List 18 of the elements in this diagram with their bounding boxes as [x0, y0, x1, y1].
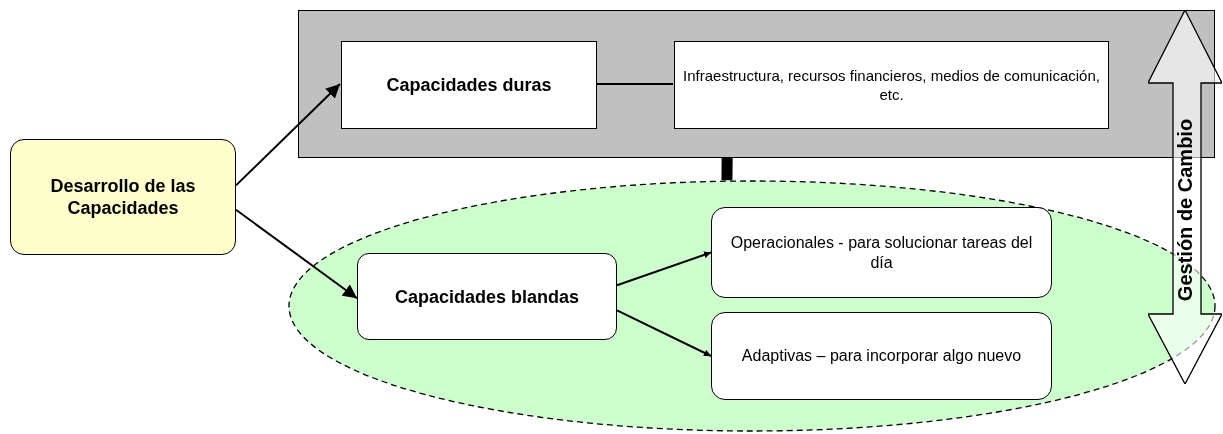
thick-connector [721, 157, 733, 181]
node-label: Operacionales - para solucionar tareas del día [729, 232, 1034, 273]
description-box [711, 312, 1052, 400]
node-label: Adaptivas – para incorporar algo nuevo [740, 346, 1023, 366]
category-box [357, 253, 617, 340]
node-label: Capacidades duras [385, 74, 553, 96]
arrow [616, 309, 712, 357]
arrow [235, 83, 341, 187]
arrow [616, 251, 712, 287]
node-label: Desarrollo de las Capacidades [49, 175, 197, 219]
node-label: Capacidades blandas [393, 286, 581, 307]
arrow-label: Gestión de Cambio [1173, 118, 1197, 302]
category-box [341, 41, 597, 129]
description-box [674, 41, 1109, 129]
node-label: Infraestructura, recursos financieros, medios de comunicación, etc. [682, 66, 1101, 104]
description-box [711, 207, 1052, 298]
start-box [10, 139, 236, 255]
arrow [235, 208, 358, 300]
